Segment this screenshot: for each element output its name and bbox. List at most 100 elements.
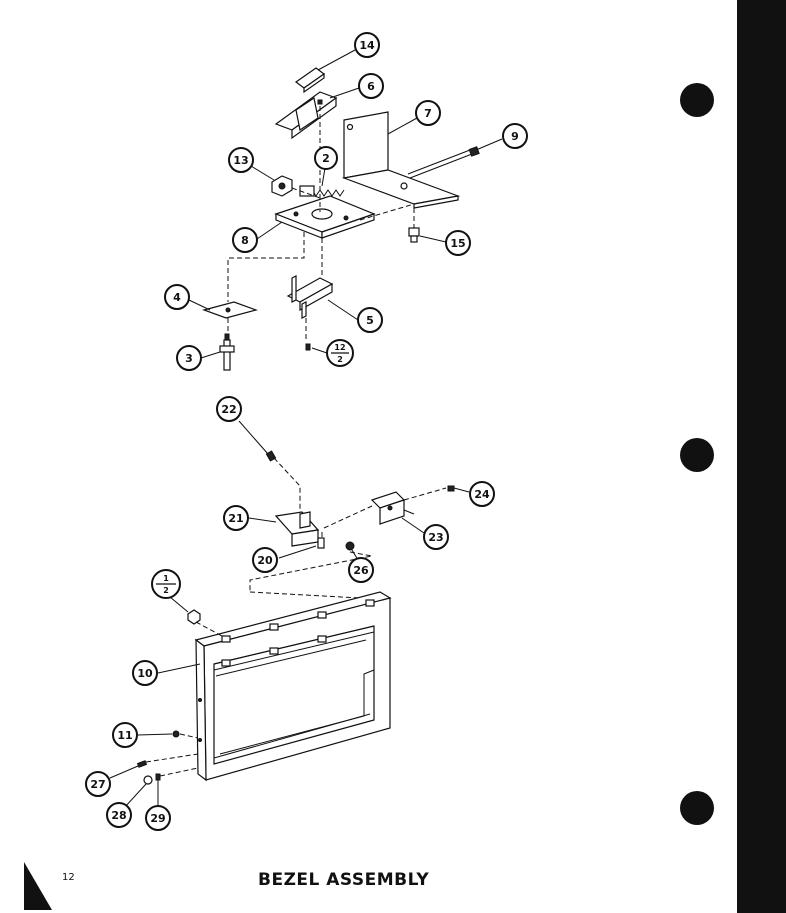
guide-line-upper-3 — [359, 203, 415, 221]
leader-15 — [419, 235, 447, 243]
callout-13: 13 — [228, 147, 254, 173]
leader-23 — [401, 517, 425, 534]
svg-text:12: 12 — [334, 343, 345, 352]
guide-line-frame-2 — [179, 733, 199, 739]
callout-15: 15 — [445, 230, 471, 256]
hex-nut — [187, 609, 201, 625]
svg-text:7: 7 — [424, 107, 432, 120]
callout-20: 20 — [252, 547, 278, 573]
callout-8: 8 — [232, 227, 258, 253]
callout-4: 4 — [164, 284, 190, 310]
svg-text:8: 8 — [241, 234, 249, 247]
small-screw-upper — [305, 343, 311, 351]
svg-text:3: 3 — [185, 352, 193, 365]
part-3-pin — [219, 333, 235, 371]
svg-text:22: 22 — [221, 403, 236, 416]
callout-21: 21 — [223, 505, 249, 531]
part-13-nut — [271, 175, 293, 197]
part-10-bezel-frame — [194, 591, 392, 782]
part-22-screw — [265, 450, 277, 462]
svg-text:9: 9 — [511, 130, 519, 143]
part-27-screw — [136, 760, 148, 768]
leader-2 — [321, 167, 326, 187]
binder-hole-middle — [680, 438, 714, 472]
part-24-screw — [447, 485, 455, 492]
svg-text:24: 24 — [474, 488, 490, 501]
callout-14: 14 — [354, 32, 380, 58]
part-26-nut — [345, 541, 355, 551]
leader-4 — [188, 299, 211, 311]
svg-text:10: 10 — [137, 667, 153, 680]
leader-13 — [250, 165, 275, 181]
guide-line-middle-2 — [323, 505, 373, 529]
part-21-bracket — [274, 511, 320, 547]
part-23-latch-bracket — [370, 491, 415, 525]
part-15-shoulder-screw — [408, 227, 420, 243]
svg-text:21: 21 — [228, 512, 243, 525]
leader-1-2 — [169, 596, 189, 613]
part-20-washer — [317, 537, 325, 549]
svg-text:4: 4 — [173, 291, 181, 304]
callout-9: 9 — [502, 123, 528, 149]
svg-text:14: 14 — [359, 39, 375, 52]
callout-2: 2 — [314, 146, 338, 170]
callout-fraction-1-2: 1 2 — [151, 569, 181, 599]
svg-text:15: 15 — [450, 237, 465, 250]
callout-7: 7 — [415, 100, 441, 126]
leader-24 — [453, 487, 470, 493]
leader-9 — [475, 138, 503, 151]
part-29-pin — [155, 773, 161, 781]
leader-5 — [327, 299, 359, 321]
binding-bar — [737, 0, 786, 913]
callout-27: 27 — [85, 771, 111, 797]
guide-line-middle-6 — [249, 591, 361, 599]
leader-8 — [256, 221, 283, 240]
leader-7 — [387, 117, 418, 135]
page-title: BEZEL ASSEMBLY — [258, 870, 430, 890]
svg-text:29: 29 — [150, 812, 165, 825]
leader-6 — [329, 87, 360, 99]
part-6-channel-bracket — [274, 91, 338, 140]
leader-14 — [317, 49, 356, 71]
part-4-small-plate — [202, 301, 258, 319]
part-8-base-plate — [274, 195, 376, 239]
guide-line-middle-5 — [249, 551, 373, 592]
callout-22: 22 — [216, 396, 242, 422]
leader-10 — [157, 663, 201, 674]
part-14-clip — [294, 67, 326, 94]
leader-3 — [200, 351, 221, 359]
binder-hole-top — [680, 83, 714, 117]
callout-3: 3 — [176, 345, 202, 371]
binder-hole-bottom — [680, 791, 714, 825]
leader-20 — [278, 545, 317, 559]
svg-text:5: 5 — [366, 314, 374, 327]
svg-text:2: 2 — [322, 152, 330, 165]
leader-28 — [123, 783, 147, 809]
guide-line-middle-3 — [403, 487, 447, 501]
svg-text:13: 13 — [233, 154, 248, 167]
callout-29: 29 — [145, 805, 171, 831]
callout-24: 24 — [469, 481, 495, 507]
part-5-latch — [286, 275, 334, 319]
callout-5: 5 — [357, 307, 383, 333]
leader-12-2 — [311, 347, 328, 354]
leader-22 — [238, 420, 269, 455]
leader-27 — [109, 765, 139, 779]
svg-text:26: 26 — [353, 564, 369, 577]
svg-text:28: 28 — [111, 809, 126, 822]
svg-text:23: 23 — [428, 531, 443, 544]
leader-11 — [137, 733, 173, 736]
svg-text:27: 27 — [90, 778, 105, 791]
part-7-l-bracket — [341, 111, 461, 209]
guide-line-frame-3 — [145, 753, 199, 763]
guide-line-upper-5 — [227, 232, 305, 302]
svg-text:2: 2 — [337, 355, 343, 364]
guide-line-frame-1 — [195, 621, 223, 637]
svg-text:2: 2 — [163, 586, 169, 595]
callout-28: 28 — [106, 802, 132, 828]
leader-21 — [248, 517, 277, 523]
svg-text:11: 11 — [117, 729, 132, 742]
part-2-spring — [299, 185, 345, 197]
